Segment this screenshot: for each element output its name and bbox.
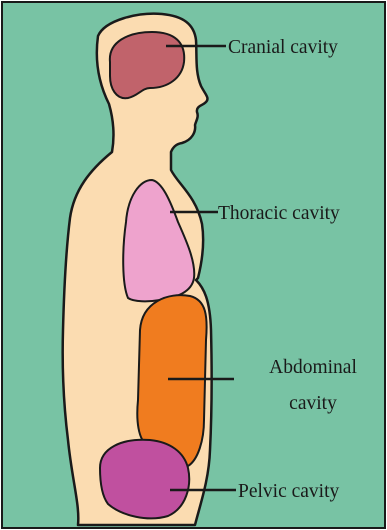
cranial-cavity-label: Cranial cavity xyxy=(228,37,338,58)
abdominal-cavity-label-line1: Abdominal xyxy=(269,357,357,378)
pelvic-cavity-shape xyxy=(100,440,189,519)
thoracic-cavity-label: Thoracic cavity xyxy=(218,203,340,224)
abdominal-cavity-label-line2: cavity xyxy=(289,393,337,414)
pelvic-cavity-label: Pelvic cavity xyxy=(238,481,340,502)
